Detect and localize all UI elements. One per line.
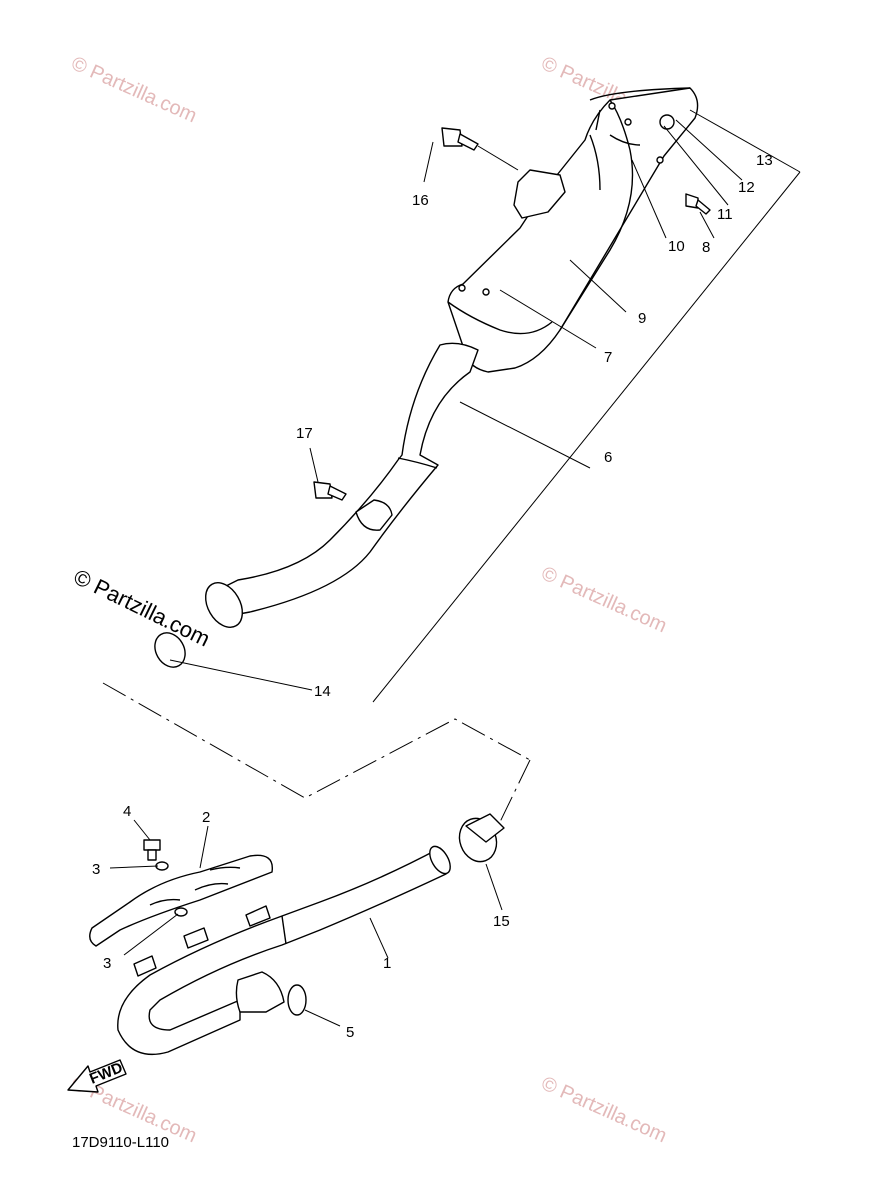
assembly-outline-clamp (499, 759, 531, 823)
callout-4: 4 (123, 803, 131, 820)
bolt-4 (143, 839, 161, 861)
gasket-5 (287, 984, 307, 1016)
leader-lines (109, 109, 801, 1027)
callout-5: 5 (346, 1024, 354, 1041)
flange (235, 971, 285, 1013)
callout-15: 15 (493, 913, 510, 930)
watermark-mid-right: © Partzilla.com (538, 562, 670, 637)
exhaust-pipe (117, 845, 451, 1056)
mid-pipe (154, 342, 479, 668)
clamp-15 (458, 813, 505, 863)
callout-9: 9 (638, 310, 646, 327)
heat-protector-cutouts (149, 866, 241, 906)
callout-8: 8 (702, 239, 710, 256)
silencer-bracket (513, 169, 566, 219)
diagram-code: 17D9110-L110 (72, 1134, 169, 1151)
callout-1: 1 (383, 955, 391, 972)
callout-13: 13 (756, 152, 773, 169)
fwd-label: FWD (87, 1059, 125, 1088)
bolt-16 (441, 127, 519, 171)
callout-3-bottom: 3 (103, 955, 111, 972)
callout-10: 10 (668, 238, 685, 255)
watermark-bold: © Partzilla.com (70, 564, 214, 651)
callout-17: 17 (296, 425, 313, 442)
bolt-17 (313, 481, 347, 501)
silencer-body (447, 87, 699, 373)
assembly-outline-silencer (102, 682, 531, 799)
callout-2: 2 (202, 809, 210, 826)
silencer-end-cap (589, 87, 691, 101)
callout-16: 16 (412, 192, 429, 209)
callout-3-top: 3 (92, 861, 100, 878)
callout-12: 12 (738, 179, 755, 196)
watermark-top-left: © Partzilla.com (68, 52, 200, 127)
watermark-bottom-right: © Partzilla.com (538, 1072, 670, 1147)
screw-8 (685, 193, 711, 215)
heat-protector (89, 854, 274, 947)
callout-14: 14 (314, 683, 331, 700)
callout-7: 7 (604, 349, 612, 366)
callout-11: 11 (717, 206, 733, 223)
callout-6: 6 (604, 449, 612, 466)
